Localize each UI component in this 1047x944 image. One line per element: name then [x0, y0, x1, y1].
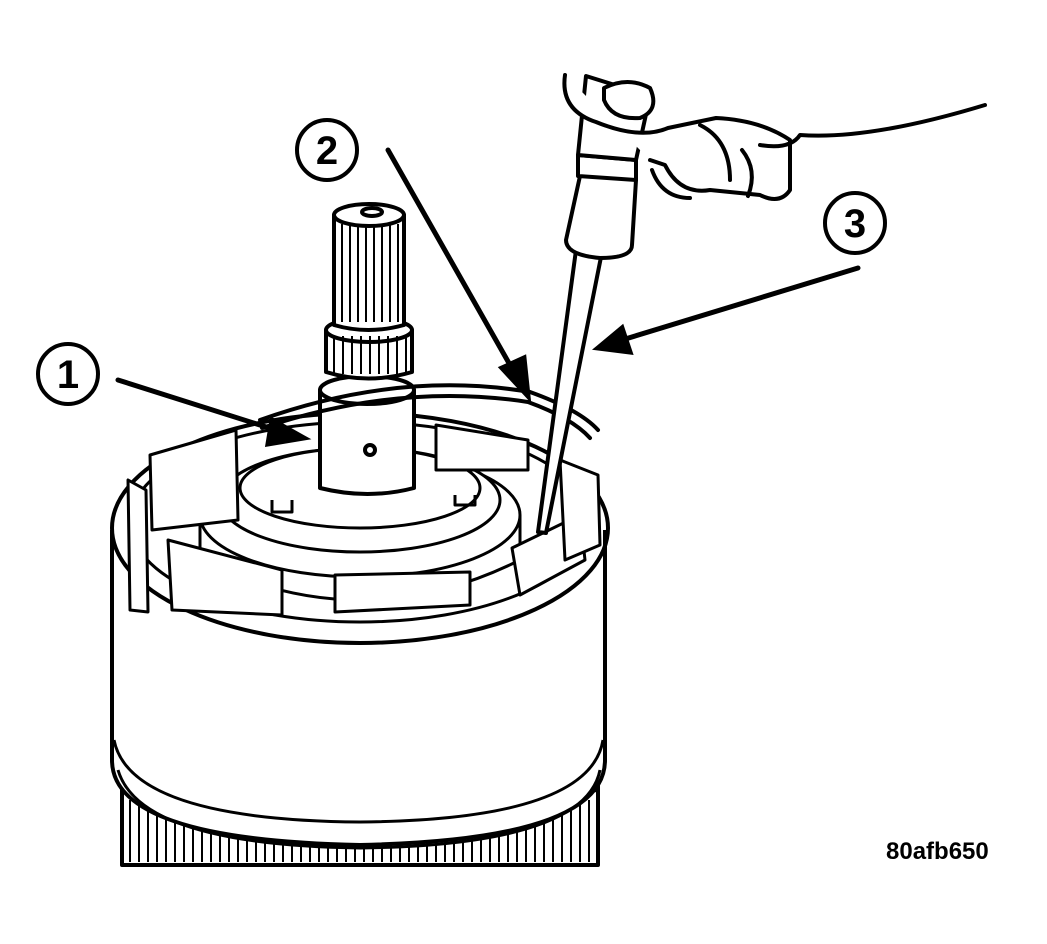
callout-1-number: 1 [57, 353, 79, 397]
callout-3: 3 [823, 191, 887, 255]
figure-code: 80afb650 [886, 838, 989, 865]
callout-2: 2 [295, 118, 359, 182]
clutch-lugs [126, 423, 602, 617]
leader-arrows [115, 147, 861, 448]
callout-1: 1 [36, 342, 100, 406]
callout-2-number: 2 [316, 129, 338, 173]
shaft-splines [333, 224, 407, 374]
technician-hand [562, 73, 987, 201]
snap-ring [258, 383, 600, 440]
screwdriver [536, 74, 652, 535]
callout-3-number: 3 [844, 202, 866, 246]
